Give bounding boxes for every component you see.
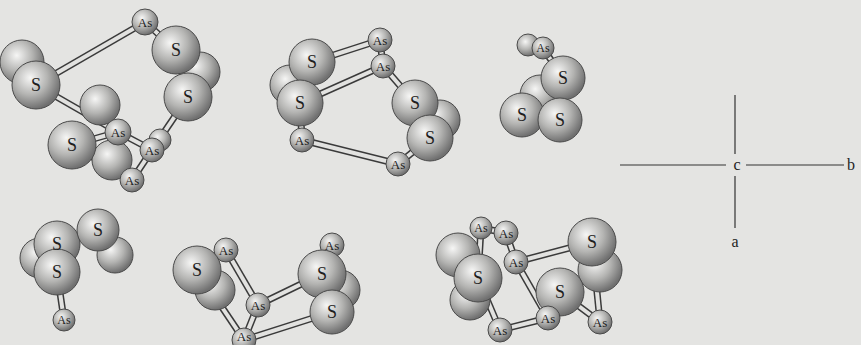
- atom-sphere: [588, 310, 612, 334]
- atom-label: As: [251, 299, 265, 312]
- axis-label: b: [845, 156, 857, 174]
- atom-sphere: [80, 85, 120, 125]
- atom-sphere: [277, 80, 323, 126]
- atom-sphere: [536, 306, 560, 330]
- atom-label: S: [67, 136, 77, 154]
- atom-sphere: [541, 56, 585, 100]
- axis-label: a: [729, 233, 740, 251]
- atom-sphere: [386, 152, 410, 176]
- atom-sphere: [34, 249, 80, 295]
- atom-sphere: [538, 98, 582, 142]
- atom-sphere: [532, 37, 554, 59]
- atom-label: As: [325, 239, 339, 252]
- axis-line: [734, 95, 735, 154]
- atom-label: S: [295, 94, 305, 112]
- atom-label: As: [509, 256, 523, 269]
- axis-cross: [620, 95, 844, 228]
- atom-label: As: [138, 16, 152, 29]
- atom-sphere: [77, 209, 119, 251]
- atom-sphere: [140, 138, 164, 162]
- atom-label: As: [541, 312, 555, 325]
- atom-sphere: [232, 328, 256, 345]
- atom-label: S: [183, 88, 193, 106]
- atom-sphere: [494, 221, 518, 245]
- atom-sphere: [368, 28, 392, 52]
- atom-label: As: [376, 60, 390, 73]
- atom-label: As: [125, 174, 139, 187]
- atom-sphere: [310, 290, 354, 334]
- atom-sphere: [500, 93, 544, 137]
- atom-sphere: [48, 121, 96, 169]
- axis-line: [746, 164, 844, 165]
- atom-sphere: [12, 61, 60, 109]
- atom-label: As: [499, 227, 513, 240]
- atom-label: As: [391, 158, 405, 171]
- atom-label: S: [587, 233, 597, 251]
- atom-label: S: [192, 261, 202, 279]
- atom-label: As: [493, 324, 507, 337]
- atom-sphere: [105, 119, 131, 145]
- atom-sphere: [290, 128, 314, 152]
- atom-label: As: [237, 329, 251, 342]
- atom-label: As: [219, 244, 233, 257]
- bond-outline: [302, 140, 398, 164]
- atom-label: S: [31, 76, 41, 94]
- atom-label: S: [52, 263, 62, 281]
- bond-core: [302, 140, 398, 164]
- atom-sphere: [371, 54, 395, 78]
- atom-label: S: [558, 69, 568, 87]
- atom-label: As: [373, 34, 387, 47]
- axis-line: [620, 164, 726, 165]
- atom-sphere: [289, 39, 335, 85]
- bond-group: [36, 22, 600, 340]
- atom-label: S: [555, 283, 565, 301]
- atom-sphere: [132, 9, 158, 35]
- atom-label: S: [307, 53, 317, 71]
- atom-sphere: [152, 26, 200, 74]
- atom-sphere: [246, 293, 270, 317]
- bond-tube: [302, 140, 398, 164]
- atom-label: S: [317, 265, 327, 283]
- atom-label: S: [327, 303, 337, 321]
- atom-sphere: [53, 309, 75, 331]
- atom-label: S: [473, 269, 483, 287]
- atom-sphere: [120, 168, 144, 192]
- atom-label: S: [555, 111, 565, 129]
- atom-sphere: [488, 318, 512, 342]
- atom-group: [0, 9, 622, 345]
- axis-label: c: [731, 156, 742, 174]
- atom-label: S: [52, 235, 62, 253]
- atom-label: S: [517, 106, 527, 124]
- atom-sphere: [568, 218, 616, 266]
- atom-sphere: [504, 250, 528, 274]
- atom-label: As: [295, 134, 309, 147]
- atom-sphere: [407, 115, 453, 161]
- atom-label: S: [425, 129, 435, 147]
- atom-sphere: [164, 73, 212, 121]
- atom-sphere: [173, 246, 221, 294]
- atom-label: As: [474, 222, 487, 234]
- atom-label: S: [171, 41, 181, 59]
- axis-line: [734, 176, 735, 228]
- atom-sphere: [454, 254, 502, 302]
- atom-label: S: [93, 221, 103, 239]
- atom-label: S: [410, 94, 420, 112]
- atom-label: As: [111, 126, 125, 139]
- atom-sphere: [470, 217, 492, 239]
- atom-label: As: [593, 316, 607, 329]
- atom-label: As: [57, 314, 70, 326]
- atom-label: As: [536, 42, 549, 54]
- atom-label: As: [145, 144, 159, 157]
